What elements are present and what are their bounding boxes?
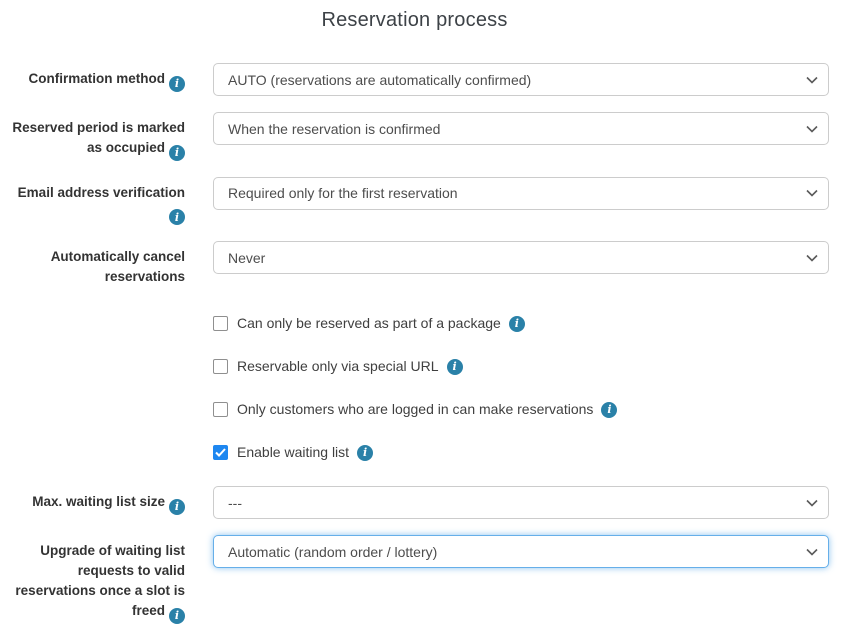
info-icon[interactable]: i bbox=[169, 209, 185, 225]
form-row-automatically-cancel-reservations: Automatically cancel reservations Never bbox=[0, 241, 829, 287]
select-automatically-cancel-reservations[interactable]: Never bbox=[213, 241, 829, 274]
field-label-text: Email address verification bbox=[17, 184, 185, 200]
field-label-text: Automatically cancel reservations bbox=[50, 249, 185, 284]
field-label-text: Reserved period is marked as occupied bbox=[12, 120, 185, 155]
form-row-reservable-only-via-special-url: Reservable only via special URL i bbox=[213, 357, 829, 376]
field-label-text: Confirmation method bbox=[28, 71, 166, 86]
field-label-max-waiting-list-size: Max. waiting list size i bbox=[0, 486, 185, 515]
checkbox-only-customers-who-are-logged[interactable] bbox=[213, 402, 228, 417]
checkbox-label[interactable]: Enable waiting list bbox=[237, 444, 350, 460]
select-upgrade-of-waiting-list-requests[interactable]: Automatic (random order / lottery) bbox=[213, 535, 829, 568]
form-row-only-customers-who-are-logged: Only customers who are logged in can mak… bbox=[213, 400, 829, 419]
select-wrapper: Required only for the first reservation bbox=[213, 176, 829, 210]
info-icon[interactable]: i bbox=[169, 75, 185, 92]
info-icon[interactable]: i bbox=[169, 498, 185, 515]
info-icon[interactable]: i bbox=[508, 315, 525, 332]
form-row-can-only-be-reserved-as: Can only be reserved as part of a packag… bbox=[213, 314, 829, 333]
form-row-enable-waiting-list: Enable waiting list i bbox=[213, 443, 829, 462]
select-confirmation-method[interactable]: AUTO (reservations are automatically con… bbox=[213, 63, 829, 96]
field-label-automatically-cancel-reservations: Automatically cancel reservations bbox=[0, 241, 185, 287]
info-icon[interactable]: i bbox=[446, 358, 463, 375]
select-wrapper: Automatic (random order / lottery) bbox=[213, 535, 829, 568]
info-icon[interactable]: i bbox=[601, 401, 618, 418]
field-label-upgrade-of-waiting-list-requests: Upgrade of waiting list requests to vali… bbox=[0, 535, 185, 624]
checkbox-label[interactable]: Can only be reserved as part of a packag… bbox=[237, 315, 501, 331]
select-reserved-period-is-marked-as[interactable]: When the reservation is confirmed bbox=[213, 112, 829, 145]
page-title: Reservation process bbox=[321, 9, 508, 31]
select-wrapper: AUTO (reservations are automatically con… bbox=[213, 63, 829, 96]
select-wrapper: When the reservation is confirmed bbox=[213, 112, 829, 145]
checkbox-enable-waiting-list[interactable] bbox=[213, 445, 228, 460]
field-label-text: Upgrade of waiting list requests to vali… bbox=[15, 543, 185, 618]
info-icon[interactable]: i bbox=[357, 444, 374, 461]
field-label-text: Max. waiting list size bbox=[32, 494, 165, 509]
checkbox-reservable-only-via-special-url[interactable] bbox=[213, 359, 228, 374]
checkmark-icon bbox=[215, 448, 226, 457]
form-row-upgrade-of-waiting-list-requests: Upgrade of waiting list requests to vali… bbox=[0, 535, 829, 624]
select-max-waiting-list-size[interactable]: --- bbox=[213, 486, 829, 519]
info-icon[interactable]: i bbox=[169, 144, 185, 161]
form-row-max-waiting-list-size: Max. waiting list size i --- bbox=[0, 486, 829, 519]
checkbox-label[interactable]: Reservable only via special URL bbox=[237, 358, 439, 374]
select-email-address-verification[interactable]: Required only for the first reservation bbox=[213, 176, 829, 210]
select-wrapper: --- bbox=[213, 486, 829, 519]
field-label-email-address-verification: Email address verification i bbox=[0, 177, 185, 225]
form-row-email-address-verification: Email address verification i Required onl… bbox=[0, 176, 829, 225]
info-icon[interactable]: i bbox=[169, 607, 185, 624]
select-wrapper: Never bbox=[213, 241, 829, 274]
checkbox-label[interactable]: Only customers who are logged in can mak… bbox=[237, 401, 594, 417]
checkbox-can-only-be-reserved-as[interactable] bbox=[213, 316, 228, 331]
